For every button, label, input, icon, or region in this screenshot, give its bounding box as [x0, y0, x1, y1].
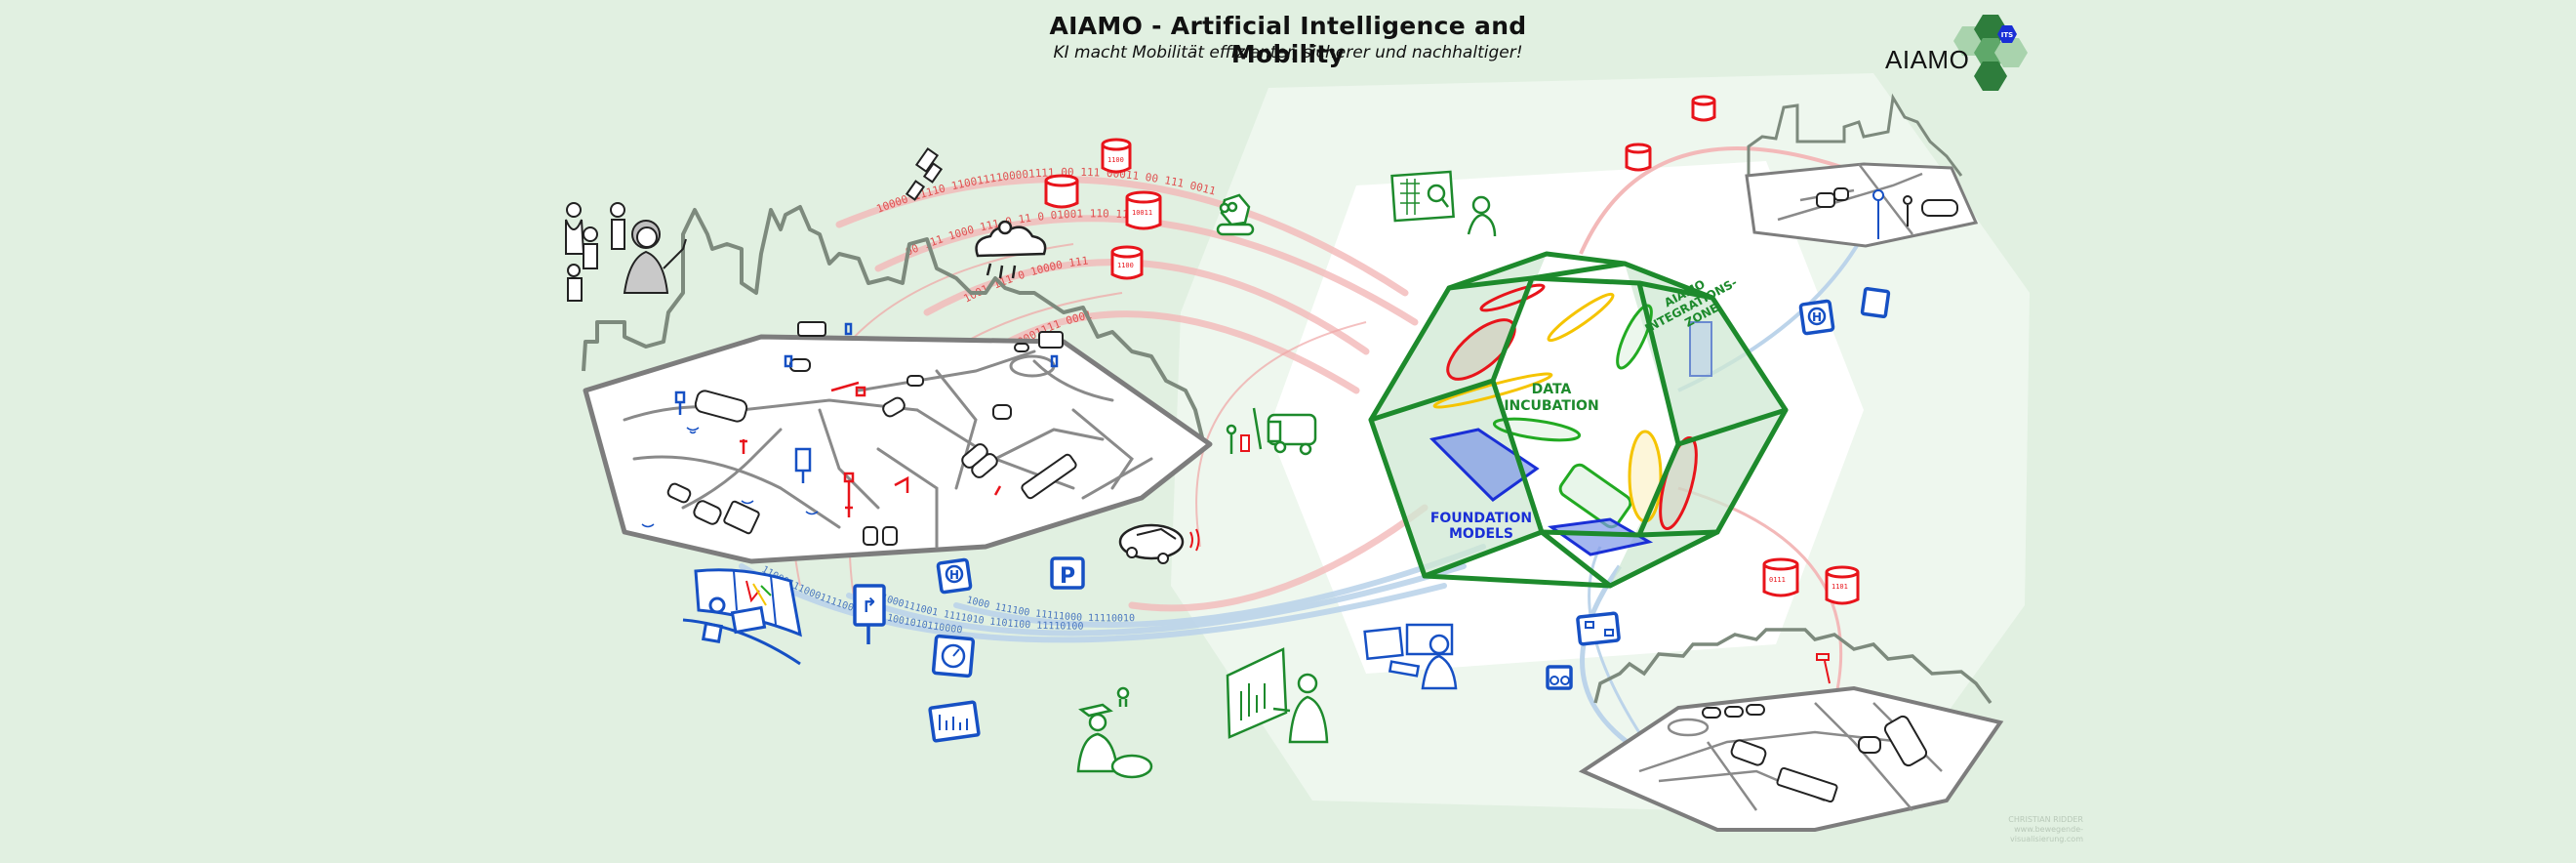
bus-stop-pole	[1872, 189, 1884, 201]
vehicles-left	[666, 321, 1077, 546]
sensor-poles	[740, 381, 1002, 517]
label-foundation-models-1: FOUNDATION	[1430, 511, 1532, 526]
presenter-with-chart	[1226, 647, 1329, 744]
database-cylinder-icon	[1625, 143, 1652, 172]
label-data-incubation-1: DATA	[1532, 382, 1572, 397]
wifi-signals-left	[641, 427, 819, 528]
foundation-model-board	[1547, 517, 1654, 556]
developer-at-computer	[1363, 623, 1458, 690]
its-badge-text: ITS	[2001, 31, 2013, 39]
data-incubation-hub: DATA INCUBATION FOUNDATION MODELS AIAMO …	[1368, 251, 1789, 589]
analyst-with-dashboard	[1390, 170, 1497, 237]
city-map-top-right	[1745, 162, 1979, 248]
label-data-incubation-2: INCUBATION	[1504, 398, 1598, 414]
database-cylinder-icon	[1101, 138, 1132, 174]
city-skyline-left	[582, 205, 1207, 450]
service-technicians-with-van	[1226, 407, 1317, 456]
svg-text:H: H	[949, 568, 959, 582]
svg-text:1101: 1101	[1831, 583, 1848, 591]
credit-name: CHRISTIAN RIDDER	[2008, 815, 2083, 824]
charging-box	[1240, 434, 1250, 452]
artist-credit: CHRISTIAN RIDDER www.bewegende-visualisi…	[1956, 815, 2083, 844]
data-arcs-red	[835, 176, 1429, 612]
sensor-poles-right	[1816, 653, 1831, 684]
database-cylinder-icon	[1125, 190, 1162, 230]
logo-text: AIAMO	[1885, 45, 1970, 74]
robot-icon	[1216, 193, 1255, 236]
bike-sign-icon	[1546, 665, 1573, 690]
researcher-graduate	[1076, 686, 1153, 779]
city-map-left	[583, 334, 1213, 564]
monitor-map-lines	[745, 580, 772, 606]
bus-stop-sign-icon	[1798, 299, 1835, 336]
database-cylinder-icon	[1110, 245, 1144, 280]
icon-details	[939, 621, 1614, 730]
svg-text:H: H	[1812, 310, 1822, 324]
icon-signs	[853, 286, 1891, 743]
database-cylinder-icon	[1762, 557, 1799, 597]
svg-text:0111: 0111	[1769, 576, 1786, 584]
traffic-signs-left	[674, 322, 1059, 483]
database-cylinder-icon	[1825, 565, 1860, 605]
credit-url: www.bewegende-visualisierung.com	[2010, 825, 2083, 843]
foundation-model-board	[1429, 428, 1540, 502]
page-title: AIAMO - Artificial Intelligence and Mobi…	[1049, 12, 1527, 68]
page-subtitle: KI macht Mobilität effizienter, sicherer…	[1053, 43, 1523, 62]
people-group	[565, 202, 687, 302]
icon-glyphs: H P ↱ H	[862, 310, 1822, 617]
data-cylinders	[1044, 95, 1860, 605]
aiamo-logo-hexagons: ITS	[1953, 15, 2028, 91]
bus-stop-sign-icon	[936, 557, 973, 595]
svg-text:↱: ↱	[862, 594, 878, 617]
satellite-icon	[905, 146, 944, 201]
svg-text:10011: 10011	[1132, 209, 1152, 217]
cylinder-bits: 1100 10011 1100 0111 1101	[1107, 156, 1848, 591]
city-skyline-top-right	[1747, 93, 1963, 177]
svg-text:P: P	[1060, 564, 1075, 589]
city-skyline-bottom-right	[1593, 628, 1992, 705]
direction-sign-icon	[853, 584, 886, 644]
data-arcs-blue	[739, 544, 1486, 643]
aiamo-logo: AIAMO	[1881, 14, 2018, 84]
connected-car	[1118, 523, 1200, 564]
database-cylinder-icon	[1044, 174, 1079, 209]
parking-sign-icon	[1050, 556, 1085, 590]
binary-stream: 1001 111 0 10000 111	[961, 255, 1089, 306]
svg-text:1100: 1100	[1107, 156, 1124, 164]
weather-cloud-icon	[975, 220, 1047, 279]
database-cylinder-icon	[1691, 95, 1716, 122]
vehicles-bottom-right	[1702, 704, 1928, 803]
thumbs-up-sign-icon	[1860, 286, 1891, 319]
vehicles-top-right	[1816, 187, 1958, 226]
svg-text:1100: 1100	[1117, 262, 1134, 269]
label-foundation-models-2: MODELS	[1449, 526, 1513, 542]
control-room-operator	[682, 568, 802, 666]
